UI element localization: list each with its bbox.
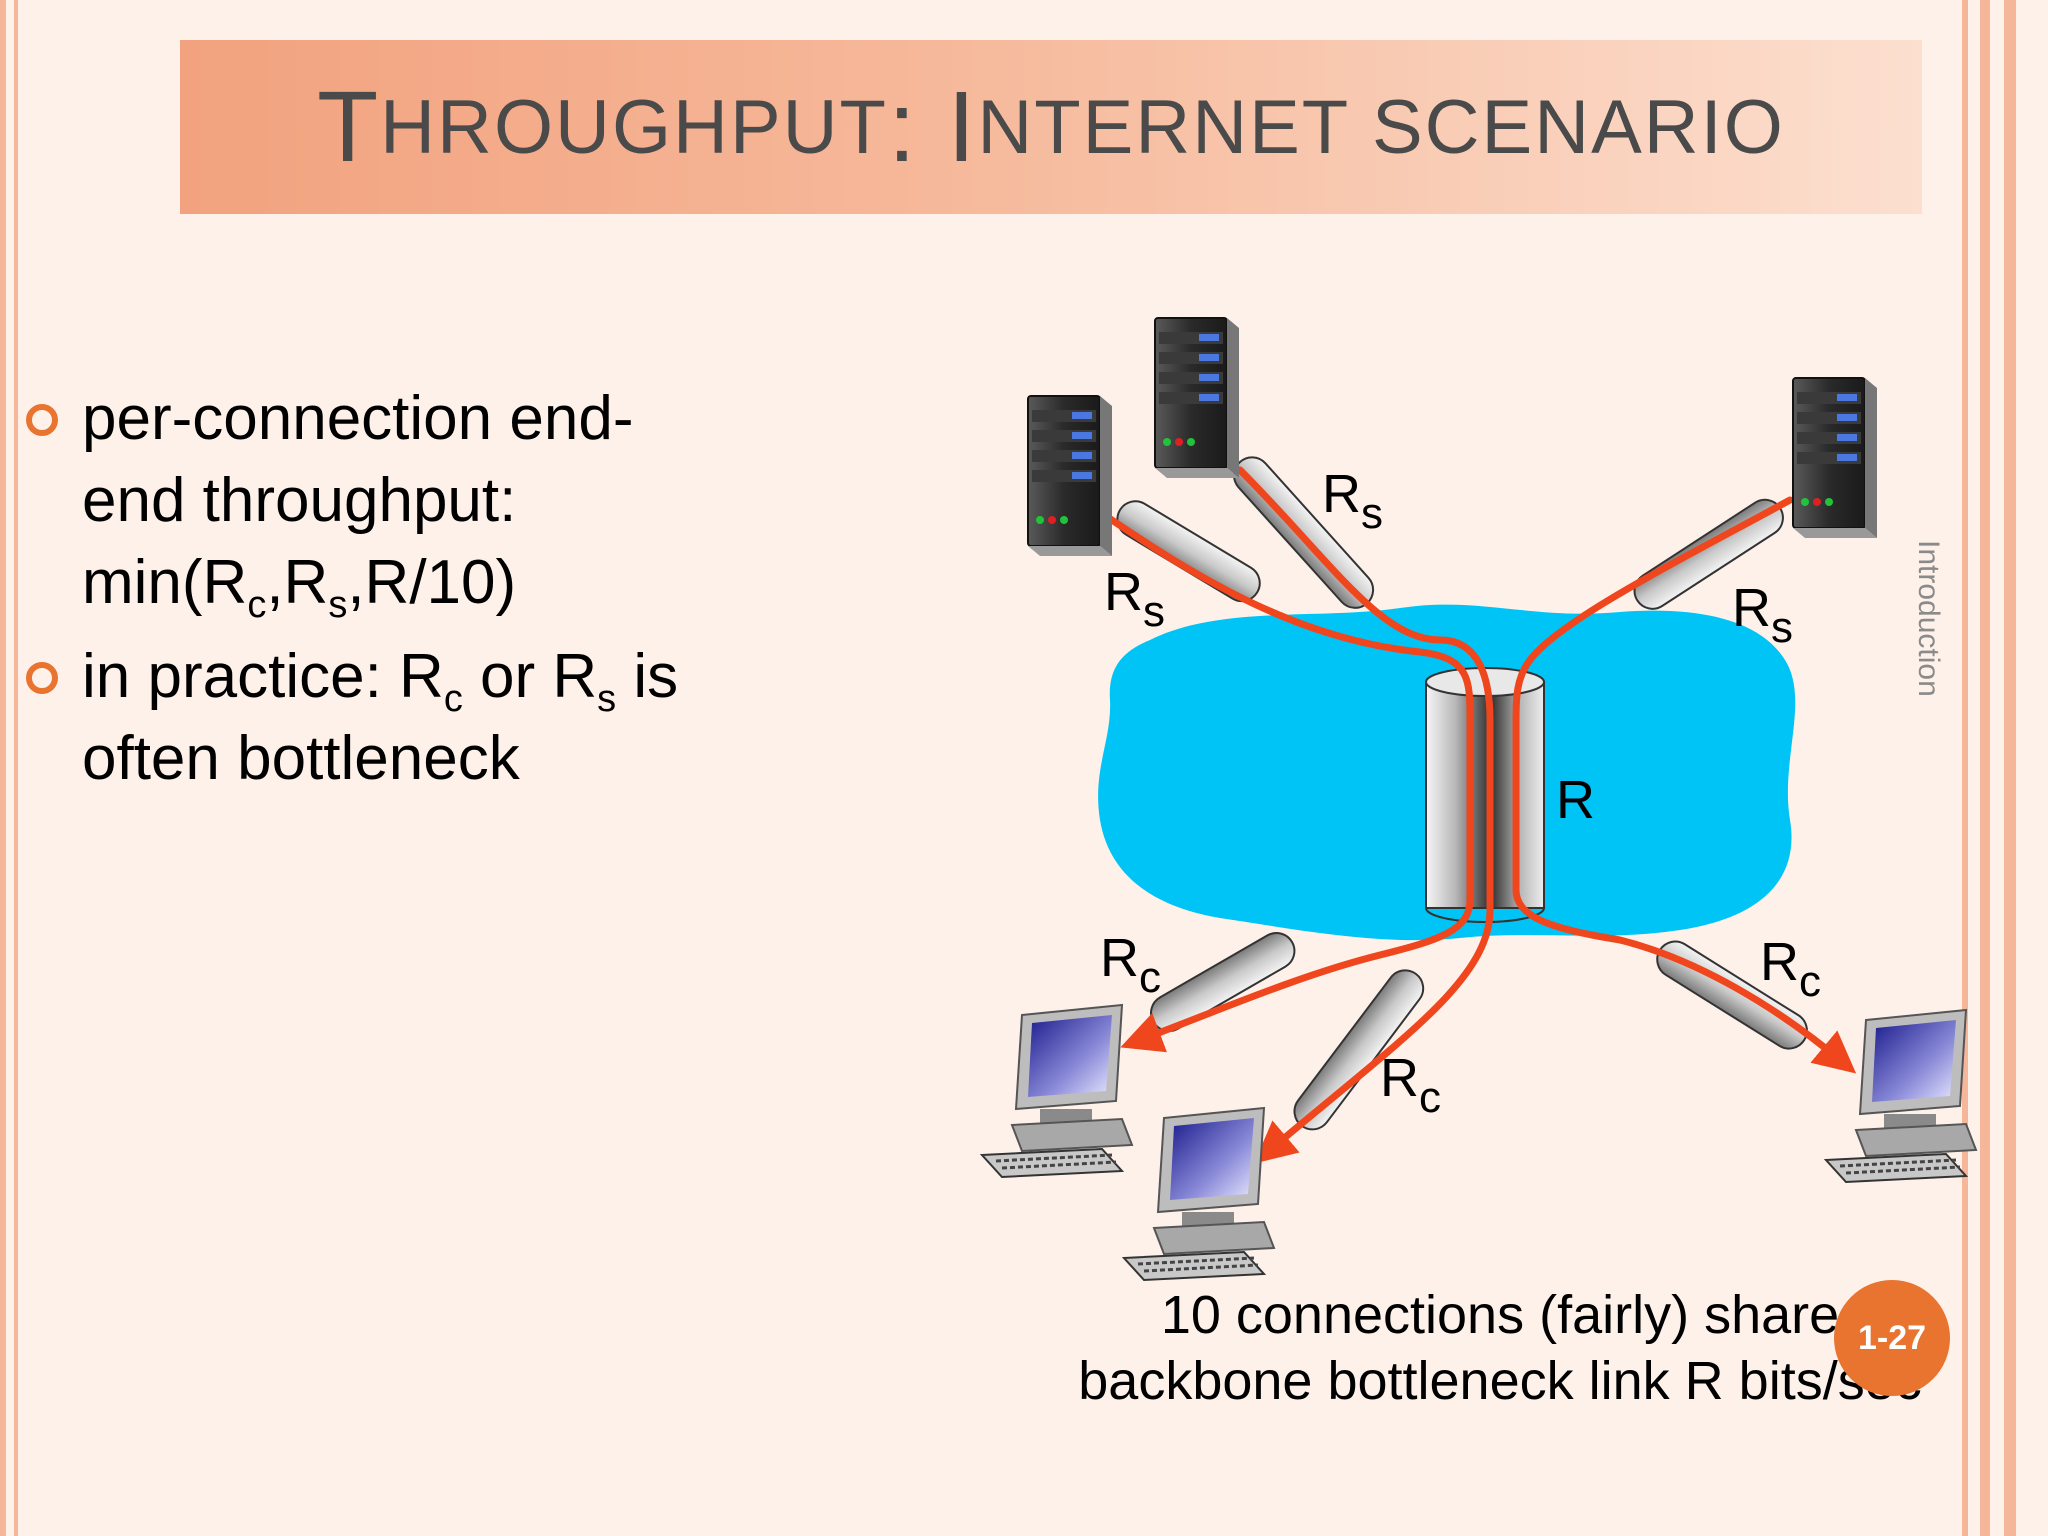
link-label-server: Rs <box>1732 578 1793 652</box>
subscript: s <box>328 584 348 626</box>
traffic-flows <box>1102 466 1857 1164</box>
bullet-circle-icon <box>26 662 58 694</box>
svg-text:R: R <box>1556 770 1595 830</box>
subscript: s <box>597 678 617 720</box>
server-icon <box>1027 395 1113 557</box>
text-run: or R <box>462 642 598 711</box>
bullet-text: in practice: Rc or Rs is often bottlenec… <box>82 636 678 800</box>
workstation-icon <box>1122 1106 1276 1282</box>
link-label-client: Rc <box>1380 1048 1441 1122</box>
subscript: c <box>247 584 267 626</box>
bullet-line: in practice: Rc or Rs is <box>82 636 678 718</box>
text-run: in practice: R <box>82 642 444 711</box>
bullet-line: end throughput: <box>82 466 517 535</box>
bullet-line: min(Rc,Rs,R/10) <box>82 542 633 624</box>
link-label-server: Rs <box>1322 464 1383 538</box>
svg-text:Rs: Rs <box>1732 578 1793 652</box>
bullet-item: in practice: Rc or Rs is often bottlenec… <box>26 636 766 806</box>
text-run: ,R <box>266 548 329 617</box>
bullet-text: per-connection end- end throughput: min(… <box>82 378 633 624</box>
bullet-circle-icon <box>26 404 58 436</box>
pipe-link <box>1150 932 1296 1032</box>
bullet-line: per-connection end- <box>82 384 634 453</box>
text-run: ,R/10) <box>347 548 517 617</box>
right-border <box>1962 0 1968 1536</box>
title-part: T <box>317 70 381 183</box>
caption-line: 10 connections (fairly) share <box>1160 1285 1840 1345</box>
link-label-client: Rc <box>1100 928 1161 1002</box>
link-label-server: Rs <box>1104 562 1165 636</box>
text-run: is <box>616 642 679 711</box>
diagram-caption: 10 connections (fairly) share backbone b… <box>980 1282 2020 1414</box>
link-label-backbone: R <box>1556 770 1595 830</box>
svg-text:Rs: Rs <box>1104 562 1165 636</box>
page-number-badge: 1-27 <box>1834 1280 1950 1396</box>
left-border-inner <box>14 0 18 1536</box>
text-run: min(R <box>82 548 248 617</box>
backbone-link <box>1425 667 1545 923</box>
svg-text:Rc: Rc <box>1100 928 1161 1002</box>
right-border-stripe <box>1980 0 2048 1536</box>
bullet-item: per-connection end- end throughput: min(… <box>26 378 766 628</box>
title-part: HROUGHPUT <box>380 84 888 170</box>
title-part: : <box>887 70 948 183</box>
svg-text:Rs: Rs <box>1322 464 1383 538</box>
title-part: I <box>947 70 978 183</box>
link-label-client: Rc <box>1760 932 1821 1006</box>
svg-text:Rc: Rc <box>1760 932 1821 1006</box>
title-part: NTERNET SCENARIO <box>977 84 1785 170</box>
workstation-icon <box>980 1003 1134 1179</box>
left-border <box>0 0 6 1536</box>
page-number: 1-27 <box>1857 1318 1927 1357</box>
svg-text:Rc: Rc <box>1380 1048 1441 1122</box>
workstation-icon <box>1824 1008 1978 1184</box>
server-icon <box>1154 317 1240 479</box>
bullet-line: often bottleneck <box>82 724 520 793</box>
server-icon <box>1792 377 1878 539</box>
subscript: c <box>443 678 463 720</box>
caption-line: backbone bottleneck link R bits/sec <box>1078 1351 1922 1411</box>
